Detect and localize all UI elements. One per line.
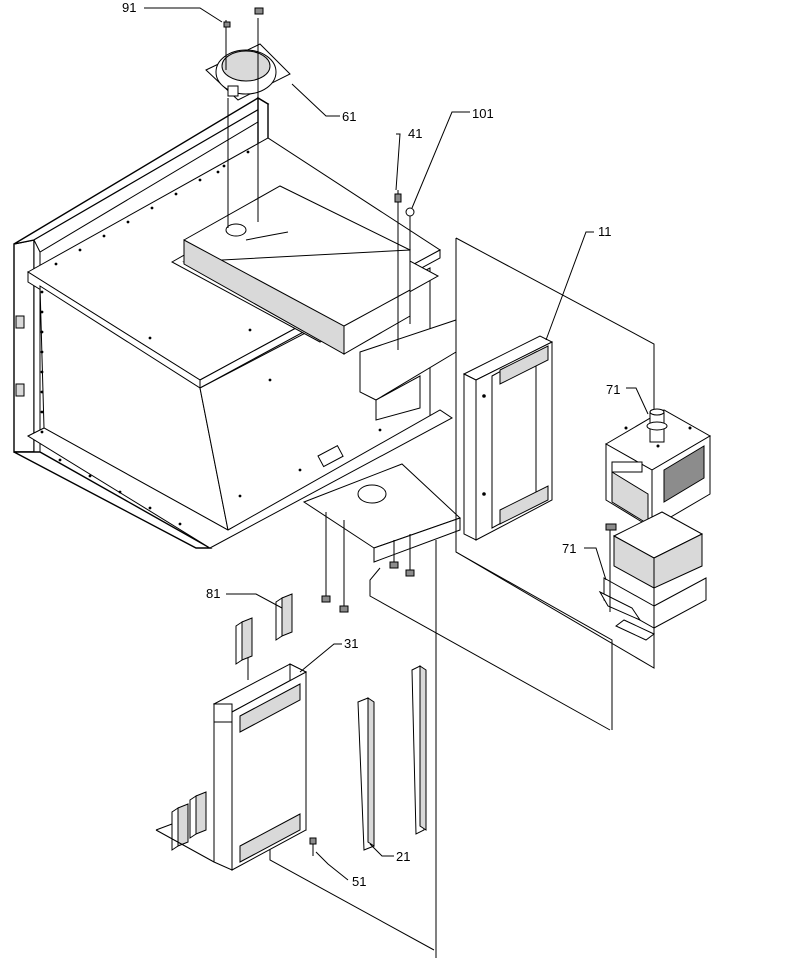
label-11: 11 xyxy=(598,224,612,239)
label-91: 91 xyxy=(122,0,136,15)
rail-21 xyxy=(357,665,427,851)
fan-motor-61 xyxy=(205,7,291,228)
label-21: 21 xyxy=(396,849,410,864)
label-31: 31 xyxy=(344,636,358,651)
waveguide-duct xyxy=(170,185,440,355)
label-71-lower: 71 xyxy=(562,541,576,556)
leader-lines xyxy=(144,7,649,881)
screw-51 xyxy=(309,837,317,856)
spacer-81 xyxy=(155,593,293,863)
screw-101 xyxy=(405,207,415,324)
label-101: 101 xyxy=(472,106,494,121)
frame-31 xyxy=(212,663,308,871)
label-71-upper: 71 xyxy=(606,382,620,397)
label-81: 81 xyxy=(206,586,220,601)
transformer-bracket-11 xyxy=(462,335,554,541)
label-61: 61 xyxy=(342,109,356,124)
screw-41 xyxy=(394,190,402,350)
magnetron-71-upper xyxy=(604,408,712,529)
bottom-bracket-plate xyxy=(302,463,461,613)
label-41: 41 xyxy=(408,126,422,141)
label-51: 51 xyxy=(352,874,366,889)
magnetron-71-lower xyxy=(598,511,707,641)
